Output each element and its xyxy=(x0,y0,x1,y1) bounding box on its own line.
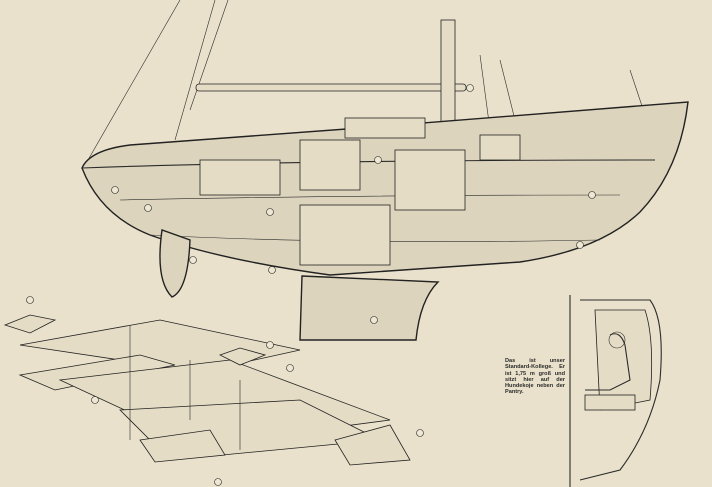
exploded-interior-view xyxy=(3,314,411,466)
part-number-markers xyxy=(26,84,596,486)
boom xyxy=(195,83,467,92)
caption-text: Das ist unser Standard-Kollege. Er ist 1… xyxy=(505,358,565,396)
keel xyxy=(299,275,440,341)
cabin-section-view xyxy=(569,295,662,487)
rigging xyxy=(87,0,661,161)
hull xyxy=(81,101,689,276)
rudder xyxy=(159,229,191,298)
